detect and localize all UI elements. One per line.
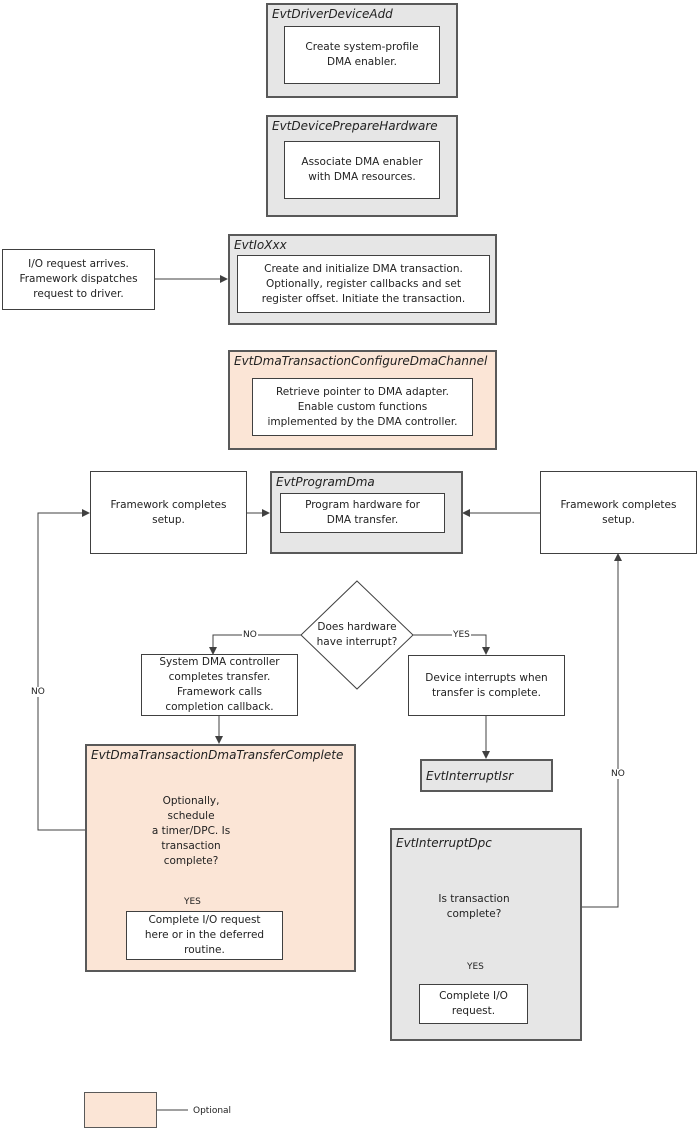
framework-setup-right-step: Framework completes setup. [540, 471, 697, 554]
driver-device-add-title: EvtDriverDeviceAdd [272, 7, 393, 21]
label-yes-schedule: YES [183, 897, 202, 907]
interrupt-isr-title: EvtInterruptIsr [426, 769, 514, 783]
complete-io-dpc-step: Complete I/O request. [419, 984, 528, 1024]
label-no-left: NO [242, 630, 258, 640]
device-interrupts-step: Device interrupts when transfer is compl… [408, 655, 565, 716]
legend-label: Optional [192, 1106, 233, 1116]
device-prepare-hardware-step: Associate DMA enabler with DMA resources… [284, 141, 440, 199]
io-xxx-step: Create and initialize DMA transaction. O… [237, 255, 490, 313]
io-xxx-title: EvtIoXxx [234, 238, 287, 252]
driver-device-add-step: Create system-profile DMA enabler. [284, 26, 440, 84]
interrupt-isr-box: EvtInterruptIsr [420, 759, 553, 792]
program-dma-step: Program hardware for DMA transfer. [280, 493, 445, 533]
hardware-interrupt-diamond [300, 580, 414, 690]
connector-decision-yes [413, 634, 490, 655]
label-no-loop-right: NO [610, 769, 626, 779]
program-dma-title: EvtProgramDma [276, 475, 375, 489]
label-no-loop-left: NO [30, 687, 46, 697]
legend-swatch [84, 1092, 157, 1128]
io-request-step: I/O request arrives. Framework dispatche… [2, 249, 155, 310]
system-dma-controller-step: System DMA controller completes transfer… [141, 654, 298, 716]
label-yes-dpc: YES [466, 962, 485, 972]
framework-setup-left-step: Framework completes setup. [90, 471, 247, 554]
interrupt-dpc-title: EvtInterruptDpc [396, 836, 492, 850]
configure-dma-channel-title: EvtDmaTransactionConfigureDmaChannel [234, 354, 488, 368]
connector-decision-no [209, 634, 301, 655]
device-prepare-hardware-title: EvtDevicePrepareHardware [272, 119, 438, 133]
hardware-interrupt-decision-text: Does hardware have interrupt? [316, 621, 398, 648]
dpc-decision-text: Is transaction complete? [438, 893, 510, 920]
configure-dma-channel-step: Retrieve pointer to DMA adapter. Enable … [252, 378, 473, 436]
label-yes-right: YES [452, 630, 471, 640]
schedule-decision-text: Optionally, schedule a timer/DPC. Is tra… [151, 794, 231, 867]
complete-io-deferred-step: Complete I/O request here or in the defe… [126, 911, 283, 960]
dma-transfer-complete-title: EvtDmaTransactionDmaTransferComplete [91, 748, 344, 762]
